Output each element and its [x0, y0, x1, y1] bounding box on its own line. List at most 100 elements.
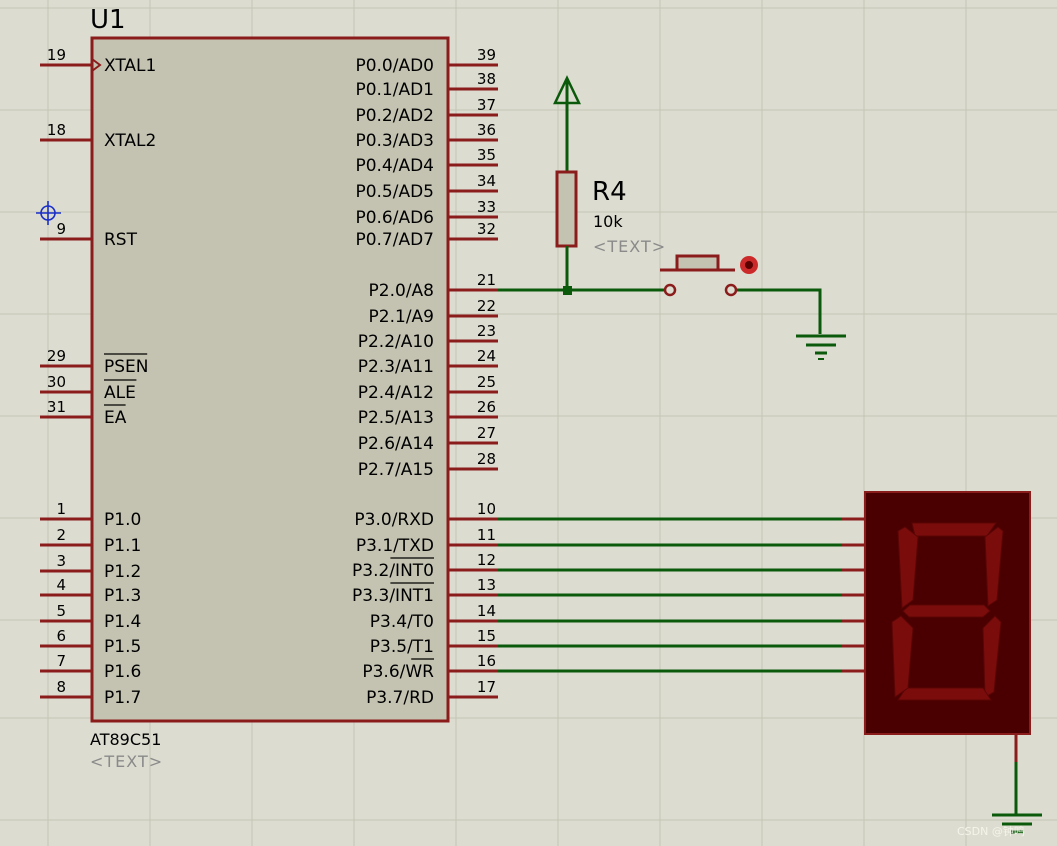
mcu-text-placeholder: <TEXT> — [90, 752, 163, 771]
mcu-pin-30-number: 30 — [47, 373, 66, 391]
segment-d — [897, 687, 992, 701]
mcu-pin-29-name: PSEN — [104, 357, 149, 377]
mcu-pin-10-name: P3.0/RXD — [354, 510, 434, 530]
segment-c — [982, 615, 1002, 698]
mcu-pin-23-name: P2.2/A10 — [358, 332, 434, 352]
mcu-pin-32-number: 32 — [477, 220, 496, 238]
mcu-pin-6-number: 6 — [56, 627, 66, 645]
mcu-pin-36-name: P0.3/AD3 — [355, 131, 434, 151]
mcu-pin-7-number: 7 — [56, 652, 66, 670]
mcu-pin-3-number: 3 — [56, 552, 66, 570]
mcu-pin-15-name: P3.5/T1 — [370, 637, 434, 657]
display-segments — [891, 522, 1004, 701]
mcu-pin-26-number: 26 — [477, 398, 496, 416]
mcu-pin-1-name: P1.0 — [104, 510, 141, 530]
mcu-pin-21-name: P2.0/A8 — [369, 281, 434, 301]
mcu-pin-7-name: P1.6 — [104, 662, 141, 682]
mcu-pin-24-name: P2.3/A11 — [358, 357, 434, 377]
mcu-pin-4-number: 4 — [56, 576, 66, 594]
mcu-pin-25-name: P2.4/A12 — [358, 383, 434, 403]
mcu-pin-13-name: P3.3/INT1 — [352, 586, 434, 606]
mcu-pin-11-name: P3.1/TXD — [356, 536, 434, 556]
mcu-pin-2-number: 2 — [56, 526, 66, 544]
mcu-pin-39-name: P0.0/AD0 — [355, 56, 434, 76]
mcu-pin-9-number: 9 — [56, 220, 66, 238]
mcu-pin-33-name: P0.6/AD6 — [355, 208, 434, 228]
ground-symbol-display — [992, 813, 1042, 834]
mcu-pin-19-name: XTAL1 — [104, 56, 156, 76]
segment-e — [891, 615, 914, 698]
mcu-pin-15-number: 15 — [477, 627, 496, 645]
segment-g — [902, 604, 991, 618]
mcu-pin-12-name: P3.2/INT0 — [352, 561, 434, 581]
mcu-pin-34-name: P0.5/AD5 — [355, 182, 434, 202]
resistor-body — [555, 170, 578, 248]
mcu-pin-8-number: 8 — [56, 678, 66, 696]
probe-icon[interactable] — [740, 256, 758, 274]
crosshair-cursor-icon — [36, 201, 61, 225]
mcu-pin-6-name: P1.5 — [104, 637, 141, 657]
segment-b — [984, 526, 1004, 607]
mcu-pin-14-name: P3.4/T0 — [370, 612, 434, 632]
mcu-part-label: AT89C51 — [90, 730, 161, 749]
power-terminal[interactable] — [553, 75, 581, 172]
resistor-text-placeholder: <TEXT> — [593, 237, 666, 256]
mcu-pin-29-number: 29 — [47, 347, 66, 365]
mcu-pin-9-name: RST — [104, 230, 138, 250]
mcu-pin-27-number: 27 — [477, 424, 496, 442]
mcu-pin-11-number: 11 — [477, 526, 496, 544]
switch-contact-left — [663, 283, 677, 297]
mcu-pin-27-name: P2.6/A14 — [358, 434, 434, 454]
mcu-pin-3-name: P1.2 — [104, 562, 141, 582]
mcu-pin-21-number: 21 — [477, 271, 496, 289]
mcu-pin-30-name: ALE — [104, 383, 136, 403]
mcu-pin-5-number: 5 — [56, 602, 66, 620]
mcu-pin-39-number: 39 — [477, 46, 496, 64]
seven-segment-display[interactable] — [864, 491, 1031, 735]
mcu-pin-31-number: 31 — [47, 398, 66, 416]
mcu-pin-19-number: 19 — [47, 46, 66, 64]
power-arrow-icon — [553, 75, 581, 105]
mcu-pin-13-number: 13 — [477, 576, 496, 594]
mcu-pin-16-name: P3.6/WR — [362, 662, 434, 682]
ground-symbol-switch — [796, 334, 846, 360]
watermark: CSDN @钟鸣 — [957, 824, 1025, 838]
mcu-pin-22-name: P2.1/A9 — [369, 307, 434, 327]
mcu-pin-17-number: 17 — [477, 678, 496, 696]
mcu-pin-38-number: 38 — [477, 70, 496, 88]
mcu-pin-14-number: 14 — [477, 602, 496, 620]
mcu-pin-17-name: P3.7/RD — [366, 688, 434, 708]
p3-bus-wires[interactable] — [498, 517, 865, 673]
mcu-pin-36-number: 36 — [477, 121, 496, 139]
mcu-right-pins: 39P0.0/AD038P0.1/AD137P0.2/AD236P0.3/AD3… — [352, 46, 498, 708]
segment-f — [897, 526, 919, 609]
mcu-pin-33-number: 33 — [477, 198, 496, 216]
push-button[interactable] — [660, 254, 738, 297]
segment-a — [911, 522, 997, 537]
mcu-pin-5-name: P1.4 — [104, 612, 141, 632]
wire-switch-to-ground[interactable] — [737, 288, 822, 334]
mcu-pin-18-number: 18 — [47, 121, 66, 139]
mcu-pin-16-number: 16 — [477, 652, 496, 670]
mcu-pin-26-name: P2.5/A13 — [358, 408, 434, 428]
mcu-left-pins: 19XTAL118XTAL29RST29PSEN30ALE31EA1P1.02P… — [40, 46, 156, 708]
mcu-pin-12-number: 12 — [477, 551, 496, 569]
clock-pin-marker-icon — [91, 58, 102, 72]
mcu-pin-37-name: P0.2/AD2 — [355, 106, 434, 126]
resistor-r4[interactable] — [555, 170, 578, 290]
mcu-pin-8-name: P1.7 — [104, 688, 141, 708]
resistor-value-label: 10k — [593, 212, 623, 231]
switch-contact-right — [724, 283, 738, 297]
mcu-pin-38-name: P0.1/AD1 — [355, 80, 434, 100]
mcu-pin-31-name: EA — [104, 408, 127, 428]
mcu-pin-18-name: XTAL2 — [104, 131, 156, 151]
mcu-pin-28-name: P2.7/A15 — [358, 460, 434, 480]
mcu-pin-10-number: 10 — [477, 500, 496, 518]
switch-cap — [675, 254, 720, 272]
mcu-pin-28-number: 28 — [477, 450, 496, 468]
mcu-pin-25-number: 25 — [477, 373, 496, 391]
resistor-ref-label: R4 — [592, 177, 627, 207]
mcu-body[interactable] — [90, 36, 450, 723]
mcu-ref-label: U1 — [90, 5, 126, 35]
